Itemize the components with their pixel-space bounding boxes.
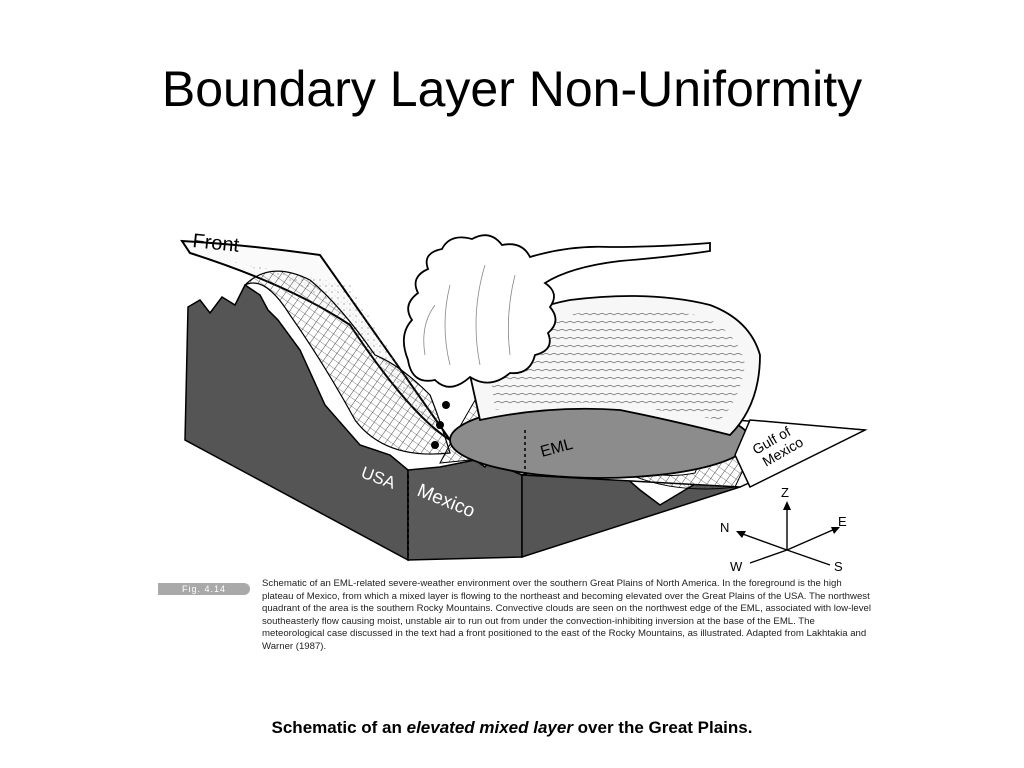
figure-caption: Schematic of an EML-related severe-weath… bbox=[262, 578, 872, 652]
rocky-mountains-terrain bbox=[244, 270, 451, 455]
cold-front-symbols bbox=[431, 401, 450, 449]
compass-e: E bbox=[838, 514, 847, 529]
eml-dome-texture bbox=[490, 309, 745, 420]
compass-s: S bbox=[834, 559, 843, 574]
slide-caption-emphasis: elevated mixed layer bbox=[406, 718, 573, 737]
convective-cloud bbox=[402, 234, 711, 388]
compass-z: Z bbox=[781, 485, 789, 500]
compass-w: W bbox=[730, 559, 743, 574]
compass-rose bbox=[736, 501, 840, 566]
slide-title: Boundary Layer Non-Uniformity bbox=[161, 61, 863, 117]
cloud-texture bbox=[423, 264, 516, 366]
figure-number-badge: Fig. 4.14 bbox=[158, 583, 250, 595]
slide-caption-suffix: over the Great Plains. bbox=[572, 718, 753, 737]
slide-caption: Schematic of an elevated mixed layer ove… bbox=[0, 718, 1024, 738]
gulf-of-mexico-region bbox=[734, 419, 868, 489]
front-label: Front bbox=[191, 230, 240, 257]
front-surface-dotted-fill bbox=[210, 257, 440, 433]
compass-n: N bbox=[720, 520, 729, 535]
slide-caption-prefix: Schematic of an bbox=[271, 718, 407, 737]
eml-schematic-figure: Front USA Mexico EML Gulf of Mexico Z N … bbox=[150, 205, 880, 665]
eml-schematic-diagram: Front USA Mexico EML Gulf of Mexico Z N … bbox=[180, 230, 868, 574]
